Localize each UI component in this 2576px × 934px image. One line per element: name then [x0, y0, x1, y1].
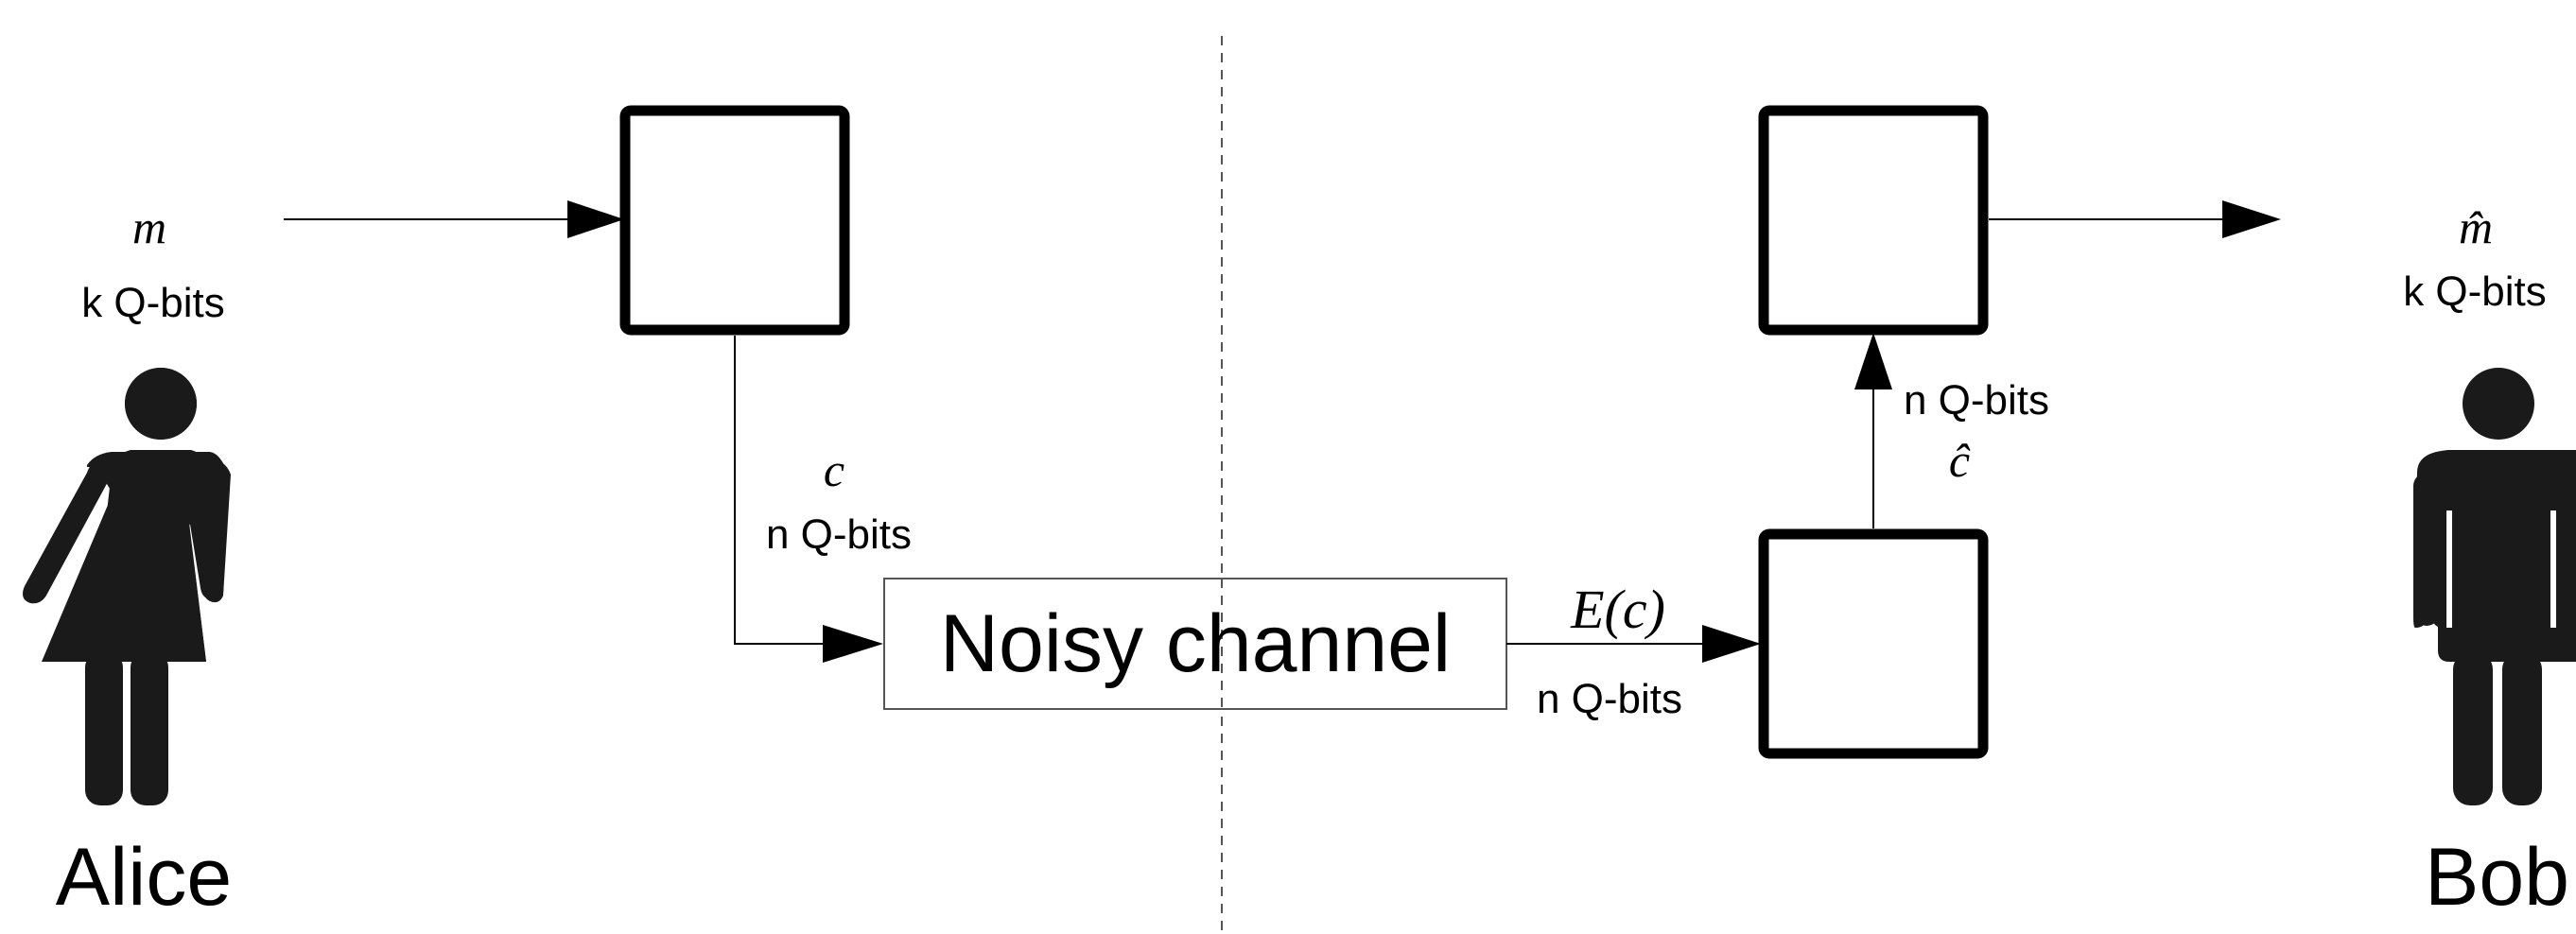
- alice-silhouette: [23, 368, 231, 805]
- channel-output-size: n Q-bits: [1537, 676, 1682, 722]
- decoder-box: [1758, 105, 1989, 336]
- encoder-output-size: n Q-bits: [766, 511, 912, 558]
- encoder-box: [619, 105, 850, 336]
- noisy-channel-label: Noisy channel: [940, 598, 1451, 689]
- bob-message-size: k Q-bits: [2403, 268, 2547, 315]
- man-icon: [2413, 368, 2576, 805]
- arrowhead-encoder-in: [567, 200, 624, 238]
- bob-label: Bob: [2425, 832, 2569, 923]
- arrowhead-channel-in: [823, 625, 883, 663]
- error-correction-box: [1758, 528, 1989, 759]
- arrowhead-bob-out: [2222, 200, 2281, 238]
- encoder-output-symbol: c: [824, 443, 844, 496]
- channel-output-symbol: E(c): [1570, 579, 1665, 640]
- arrow-encoder-to-channel: [734, 336, 823, 645]
- arrowhead-correction-in: [1702, 625, 1761, 663]
- arrowhead-decoder-in: [1854, 333, 1892, 389]
- alice-label: Alice: [56, 832, 232, 923]
- correction-output-size: n Q-bits: [1904, 377, 2049, 424]
- bob-message-symbol: m̂: [2459, 200, 2493, 253]
- correction-output-symbol: ĉ: [1949, 434, 1971, 487]
- alice-message-size: k Q-bits: [81, 280, 225, 326]
- alice-message-symbol: m: [132, 200, 166, 253]
